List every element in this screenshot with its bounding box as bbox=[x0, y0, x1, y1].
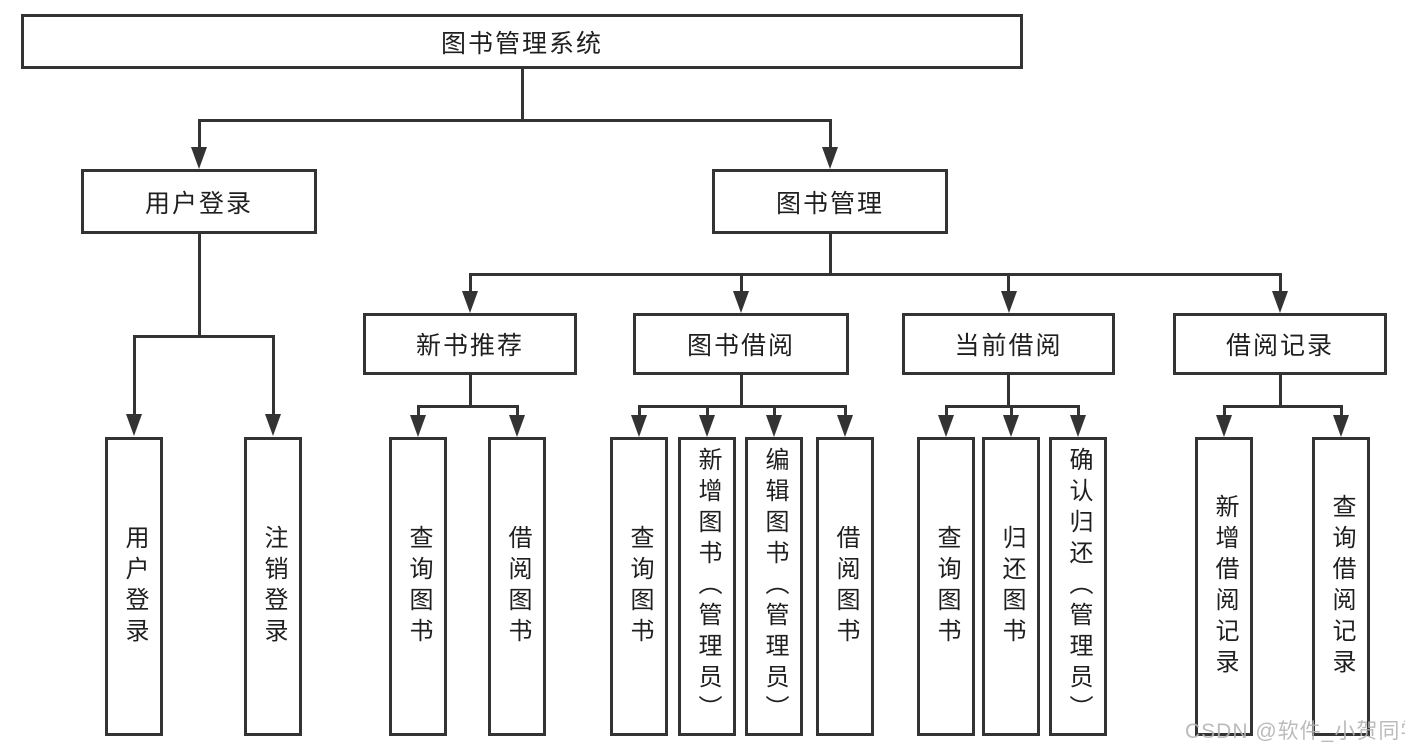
leaf-label: 新增借阅记录 bbox=[1211, 493, 1238, 680]
connector-line bbox=[637, 405, 641, 417]
connector-line bbox=[1278, 375, 1282, 407]
connector-line bbox=[132, 335, 136, 415]
node-user-login: 用户登录 bbox=[81, 169, 317, 234]
arrowhead bbox=[509, 415, 525, 437]
leaf-label: 借阅图书 bbox=[504, 524, 531, 649]
leaf-label: 查询图书 bbox=[933, 524, 960, 649]
arrowhead bbox=[822, 147, 838, 169]
connector-line bbox=[468, 273, 472, 293]
leaf-label: 归还图书 bbox=[998, 524, 1025, 649]
leaf-query-books-newbooks: 查询图书 bbox=[389, 437, 447, 736]
leaf-label: 查询图书 bbox=[405, 524, 432, 649]
arrowhead bbox=[1000, 291, 1017, 313]
node-new-book-recommend: 新书推荐 bbox=[363, 313, 577, 375]
arrowhead bbox=[766, 415, 782, 437]
leaf-label: 编辑图书（管理员） bbox=[761, 447, 788, 726]
arrowhead bbox=[462, 291, 478, 313]
connector-line bbox=[468, 375, 472, 407]
arrowhead bbox=[410, 415, 426, 437]
connector-line bbox=[637, 405, 847, 408]
connector-line bbox=[1007, 375, 1010, 407]
connector-line bbox=[132, 335, 275, 338]
node-book-management: 图书管理 bbox=[712, 169, 948, 234]
connector-line bbox=[828, 234, 832, 275]
connector-line bbox=[705, 405, 709, 417]
leaf-query-books-current: 查询图书 bbox=[917, 437, 975, 736]
leaf-return-book: 归还图书 bbox=[982, 437, 1040, 736]
arrowhead bbox=[938, 415, 954, 437]
node-current-borrow: 当前借阅 bbox=[902, 313, 1115, 375]
arrowhead bbox=[126, 414, 142, 436]
leaf-label: 新增图书（管理员） bbox=[694, 447, 721, 726]
connector-line bbox=[197, 119, 832, 122]
connector-line bbox=[843, 405, 847, 417]
connector-line bbox=[772, 405, 776, 417]
leaf-confirm-return-admin: 确认归还（管理员） bbox=[1049, 437, 1107, 736]
csdn-watermark: CSDN @软件_小贺同学 bbox=[1185, 720, 1405, 743]
connector-line bbox=[1007, 273, 1010, 293]
connector-line bbox=[739, 375, 743, 407]
arrowhead bbox=[733, 291, 749, 313]
leaf-borrow-books-borrow: 借阅图书 bbox=[816, 437, 874, 736]
node-borrow-records: 借阅记录 bbox=[1173, 313, 1387, 375]
leaf-edit-book-admin: 编辑图书（管理员） bbox=[745, 437, 803, 736]
connector-line bbox=[520, 69, 524, 120]
connector-line bbox=[1339, 405, 1343, 417]
arrowhead bbox=[191, 147, 207, 169]
connector-line bbox=[739, 273, 743, 293]
leaf-borrow-books-newbooks: 借阅图书 bbox=[488, 437, 546, 736]
arrowhead bbox=[1070, 415, 1086, 437]
connector-line bbox=[416, 405, 420, 417]
arrowhead bbox=[1272, 291, 1288, 313]
node-book-borrow: 图书借阅 bbox=[633, 313, 849, 375]
leaf-query-borrow-record: 查询借阅记录 bbox=[1312, 437, 1370, 736]
leaf-query-books-borrow: 查询图书 bbox=[610, 437, 668, 736]
connector-line bbox=[271, 335, 275, 415]
arrowhead bbox=[631, 415, 647, 437]
connector-line bbox=[197, 234, 201, 337]
connector-line bbox=[944, 405, 948, 417]
connector-line bbox=[1009, 405, 1013, 417]
arrowhead bbox=[1216, 415, 1232, 437]
leaf-user-login: 用户登录 bbox=[105, 437, 163, 736]
leaf-label: 查询图书 bbox=[626, 524, 653, 649]
leaf-label: 借阅图书 bbox=[832, 524, 859, 649]
leaf-label: 确认归还（管理员） bbox=[1065, 447, 1092, 726]
arrowhead bbox=[265, 414, 281, 436]
arrowhead bbox=[699, 415, 715, 437]
arrowhead bbox=[837, 415, 853, 437]
connector-line bbox=[828, 119, 832, 149]
leaf-label: 用户登录 bbox=[121, 524, 148, 649]
connector-line bbox=[1222, 405, 1343, 408]
arrowhead bbox=[1333, 415, 1349, 437]
node-library-management-system: 图书管理系统 bbox=[21, 14, 1023, 69]
leaf-label: 注销登录 bbox=[260, 524, 287, 649]
leaf-logout: 注销登录 bbox=[244, 437, 302, 736]
connector-line bbox=[515, 405, 519, 417]
leaf-label: 查询借阅记录 bbox=[1328, 493, 1355, 680]
arrowhead bbox=[1003, 415, 1019, 437]
connector-line bbox=[1222, 405, 1226, 417]
connector-line bbox=[197, 119, 201, 149]
connector-line bbox=[1076, 405, 1080, 417]
leaf-add-book-admin: 新增图书（管理员） bbox=[678, 437, 736, 736]
leaf-add-borrow-record: 新增借阅记录 bbox=[1195, 437, 1253, 736]
connector-line bbox=[1278, 273, 1282, 293]
connector-line bbox=[416, 405, 519, 408]
connector-line bbox=[468, 273, 1282, 276]
